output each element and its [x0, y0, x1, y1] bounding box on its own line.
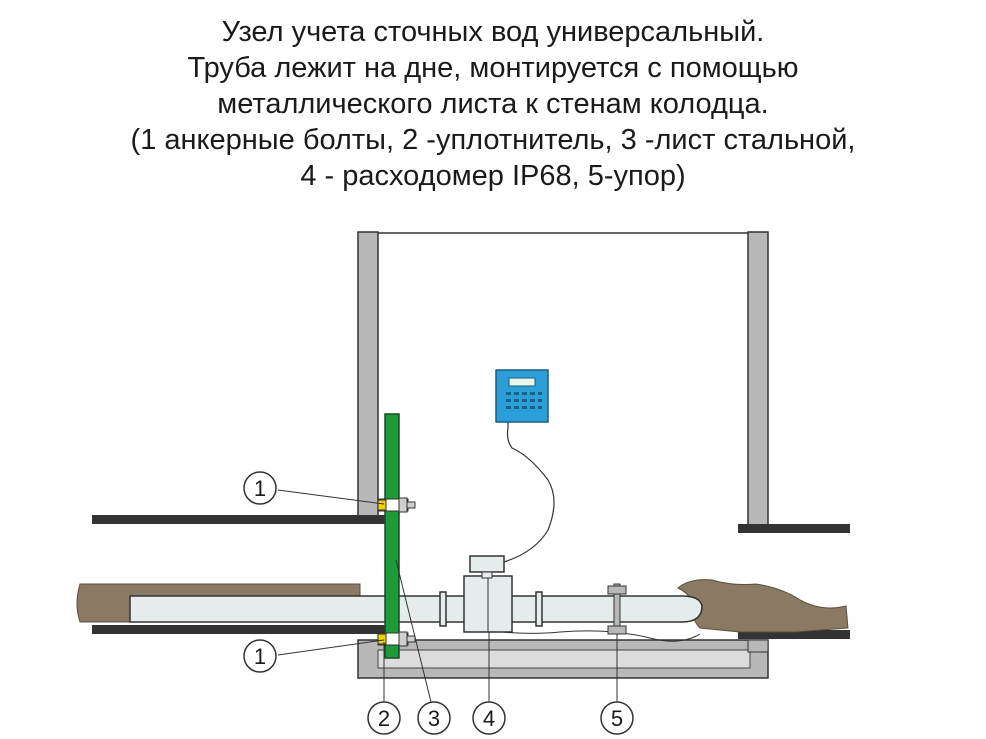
flowmeter-neck — [481, 571, 493, 579]
title-line-3: металлического листа к стенам колодца. — [217, 88, 769, 120]
svg-text:4: 4 — [483, 706, 495, 731]
title-line-5: 4 - расходомер IP68, 5-упор) — [300, 160, 686, 192]
left-well-wall — [357, 231, 379, 521]
callout-flowmeter: 4 — [472, 701, 506, 735]
title-line-1: Узел учета сточных вод универсальный. — [221, 16, 765, 48]
inlet-pipe-lower-wall — [92, 625, 392, 634]
well-floor-inner — [377, 649, 751, 669]
leader-anchor-bolt-top — [277, 489, 385, 505]
top-bolt-end — [406, 501, 416, 509]
main-pipe — [129, 595, 703, 623]
flowmeter-cable — [503, 422, 555, 563]
flowmeter-head — [469, 555, 505, 573]
title-line-2: Труба лежит на дне, монтируется с помощь… — [187, 52, 799, 84]
leader-steel-sheet — [395, 559, 433, 707]
svg-text:5: 5 — [611, 706, 623, 731]
svg-text:1: 1 — [254, 476, 266, 501]
leader-anchor-bolt-bottom — [277, 639, 385, 656]
inlet-pipe-upper-wall — [92, 515, 392, 524]
steel-sheet — [384, 413, 400, 659]
flange-left — [439, 591, 447, 627]
outlet-soil — [677, 579, 849, 633]
diagram-title: Узел учета сточных вод универсальный. Тр… — [0, 14, 986, 194]
right-wall-shelf — [738, 524, 850, 533]
bottom-seal — [377, 633, 387, 645]
callout-steel-sheet: 3 — [417, 701, 451, 735]
keypad-icon — [506, 392, 542, 409]
svg-text:3: 3 — [428, 706, 440, 731]
title-line-4: (1 анкерные болты, 2 -уплотнитель, 3 -ли… — [130, 124, 856, 156]
svg-text:1: 1 — [254, 644, 266, 669]
callout-seal: 2 — [367, 701, 401, 735]
stop-bottom-clamp — [607, 625, 627, 635]
right-well-wall — [747, 231, 769, 529]
bottom-bolt-nut — [398, 631, 408, 647]
top-bolt-nut — [398, 497, 408, 513]
display-screen-icon — [508, 377, 536, 387]
bottom-bolt-end — [406, 635, 416, 643]
right-wall-foot — [747, 639, 769, 653]
callout-anchor-bolt-bottom: 1 — [243, 639, 277, 673]
outlet-pipe-wall — [738, 630, 850, 639]
callout-stop: 5 — [600, 701, 634, 735]
ground-cable — [469, 627, 701, 642]
stop-top-clamp — [607, 585, 627, 595]
top-seal — [377, 499, 387, 511]
svg-text:2: 2 — [378, 706, 390, 731]
callout-anchor-bolt-top: 1 — [243, 471, 277, 505]
flange-right — [535, 591, 543, 627]
